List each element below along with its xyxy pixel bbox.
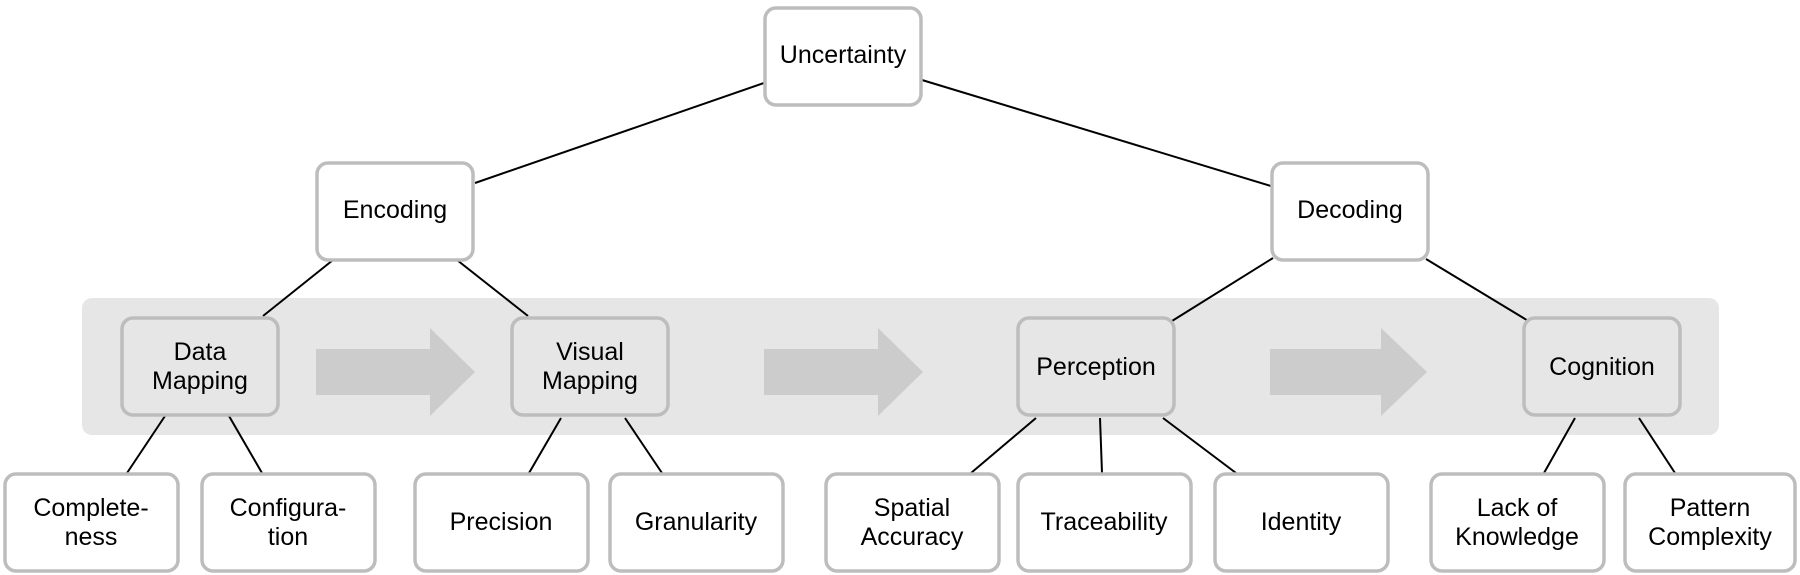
flow-arrow-2 [764,328,923,416]
node-uncertainty-label: Uncertainty [780,41,907,69]
node-lack-of-knowledge: Lack of Knowledge [1429,472,1606,573]
node-lack-of-knowledge-label-2: Knowledge [1455,523,1579,551]
edge-datamapping-completeness [126,415,166,474]
node-visual-mapping: Visual Mapping [510,316,670,417]
edge-uncertainty-encoding [474,82,765,184]
node-decoding: Decoding [1270,161,1430,262]
node-completeness-label-1: Complete- [33,494,148,522]
node-precision: Precision [413,472,590,573]
node-pattern-complexity-label-2: Complexity [1648,523,1772,551]
edge-datamapping-configuration [228,415,263,474]
flow-arrow-3 [1270,328,1427,416]
node-uncertainty: Uncertainty [763,6,923,107]
node-configuration: Configura- tion [200,472,377,573]
node-spatial-accuracy-label-2: Accuracy [861,523,964,551]
edges [126,79,1676,474]
node-data-mapping: Data Mapping [120,316,280,417]
edge-perception-identity [1162,417,1237,474]
edge-perception-spatialaccuracy [970,417,1037,474]
node-configuration-label-2: tion [268,523,308,551]
node-pattern-complexity: Pattern Complexity [1623,472,1797,573]
node-configuration-label-1: Configura- [230,494,347,522]
node-perception-label: Perception [1036,353,1156,381]
node-data-mapping-label-2: Mapping [152,367,248,395]
node-precision-label: Precision [450,508,553,536]
node-perception: Perception [1016,316,1176,417]
edge-visualmapping-precision [528,417,562,474]
node-visual-mapping-label-1: Visual [556,338,624,366]
node-decoding-label: Decoding [1297,196,1403,224]
edge-decoding-cognition [1425,258,1531,323]
node-encoding: Encoding [315,161,475,262]
node-spatial-accuracy-label-1: Spatial [874,494,950,522]
flow-arrow-1 [316,328,475,416]
edge-visualmapping-granularity [624,417,663,474]
node-traceability: Traceability [1016,472,1193,573]
node-traceability-label: Traceability [1041,508,1168,536]
edge-encoding-datamapping [262,259,334,317]
node-granularity-label: Granularity [635,508,758,536]
edge-encoding-visualmapping [456,259,529,317]
node-identity: Identity [1213,472,1390,573]
node-completeness-label-2: ness [65,523,118,551]
node-pattern-complexity-label-1: Pattern [1670,494,1751,522]
node-encoding-label: Encoding [343,196,447,224]
node-lack-of-knowledge-label-1: Lack of [1477,494,1558,522]
node-spatial-accuracy: Spatial Accuracy [824,472,1001,573]
node-granularity: Granularity [608,472,785,573]
node-identity-label: Identity [1261,508,1342,536]
edge-cognition-lackofknowledge [1543,417,1576,474]
edge-perception-traceability [1099,417,1103,474]
node-completeness: Complete- ness [3,472,180,573]
node-data-mapping-label-1: Data [174,338,227,366]
node-cognition-label: Cognition [1549,353,1655,381]
node-cognition: Cognition [1522,316,1682,417]
edge-decoding-perception [1171,257,1274,322]
edge-uncertainty-decoding [921,79,1272,187]
node-visual-mapping-label-2: Mapping [542,367,638,395]
edge-cognition-patterncomplexity [1638,417,1676,474]
